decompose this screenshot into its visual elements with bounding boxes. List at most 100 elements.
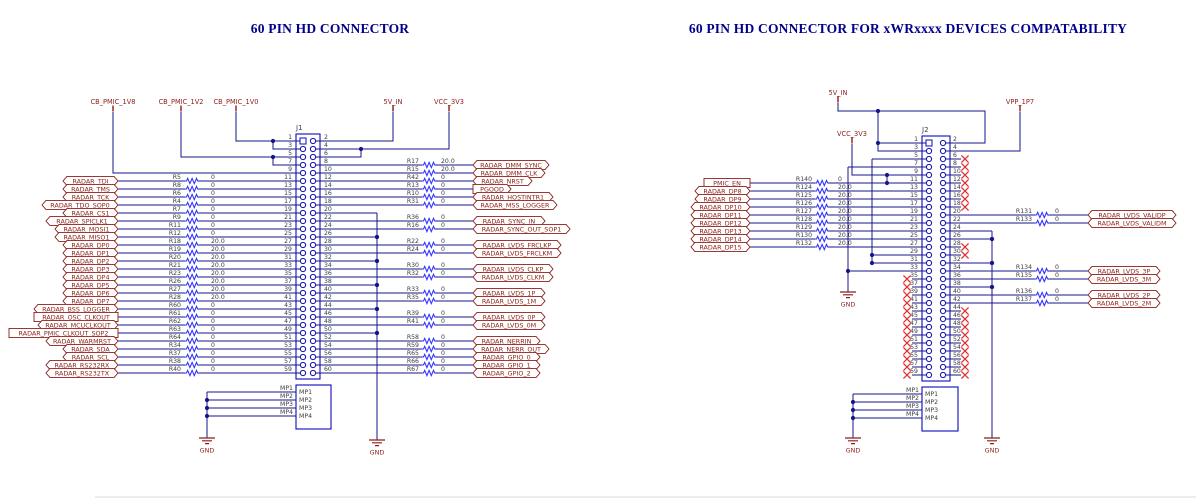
pin-circle bbox=[925, 299, 933, 307]
resistor-refdes: R63 bbox=[169, 326, 181, 333]
net-flag-RADAR_MSS_LOGGER bbox=[472, 199, 558, 211]
pin-number: 58 bbox=[324, 358, 332, 365]
resistor-refdes: R20 bbox=[169, 254, 181, 261]
net-flag-text: RADAR_DP13 bbox=[699, 227, 741, 235]
resistor-value: 0 bbox=[1055, 216, 1059, 223]
wire bbox=[272, 157, 300, 166]
wire bbox=[316, 112, 450, 150]
resistor-value: 20.0 bbox=[838, 240, 852, 247]
pin-circle bbox=[939, 331, 947, 339]
resistor-refdes: R66 bbox=[407, 358, 419, 365]
mounting-post-body bbox=[295, 384, 332, 430]
resistor-value: 0 bbox=[441, 214, 445, 221]
resistor-zigzag bbox=[1035, 298, 1049, 308]
pin-number: 2 bbox=[953, 136, 957, 143]
no-connect-x bbox=[960, 354, 970, 364]
resistor-refdes: R5 bbox=[173, 174, 181, 181]
resistor-zigzag bbox=[185, 184, 199, 194]
resistor-value: 0 bbox=[211, 310, 215, 317]
pin-circle bbox=[309, 137, 317, 145]
resistor-zigzag bbox=[422, 184, 436, 194]
pin-number: 48 bbox=[324, 318, 332, 325]
pin-circle bbox=[309, 153, 317, 161]
resistor-refdes: R16 bbox=[407, 222, 419, 229]
net-flag-text: RADAR_TDI bbox=[72, 177, 108, 185]
pin-circle bbox=[299, 217, 307, 225]
resistor-refdes: R61 bbox=[169, 310, 181, 317]
pin-circle bbox=[939, 363, 947, 371]
resistor-refdes: R22 bbox=[407, 238, 419, 245]
pin-circle bbox=[299, 201, 307, 209]
resistor-zigzag bbox=[185, 368, 199, 378]
net-flag-text: RADAR_LVDS_0P bbox=[483, 313, 536, 321]
resistor-refdes: R18 bbox=[169, 238, 181, 245]
resistor-zigzag bbox=[185, 272, 199, 282]
pin-circle bbox=[925, 187, 933, 195]
pin-circle bbox=[309, 249, 317, 257]
net-flag-text: RADAR_LVDS_FRCLKM bbox=[482, 249, 552, 257]
resistor-zigzag bbox=[815, 234, 829, 244]
mp-wire-label: MP1 bbox=[280, 385, 293, 392]
net-flag-text: RADAR_NERR_OUT bbox=[481, 345, 541, 353]
net-flag-text: RADAR_LVDS_1M bbox=[482, 297, 536, 305]
net-flag-text: RADAR_LVDS_2M bbox=[1097, 299, 1151, 307]
pin-number: 58 bbox=[953, 360, 961, 367]
pin-number: 18 bbox=[953, 200, 961, 207]
pin-number: 35 bbox=[910, 272, 918, 279]
pin-number: 49 bbox=[284, 326, 292, 333]
pin-circle bbox=[309, 145, 317, 153]
net-flag-RADAR_LVDS_2M bbox=[1087, 297, 1161, 309]
resistor-refdes: R124 bbox=[796, 184, 812, 191]
net-flag-text: RADAR_HOSTINTR1 bbox=[482, 193, 544, 201]
net-flag-text: RADAR_DP9 bbox=[703, 195, 741, 203]
no-connect-x bbox=[902, 306, 912, 316]
pin-number: 4 bbox=[324, 142, 328, 149]
resistor-value: 0 bbox=[441, 182, 445, 189]
pin-number: 20 bbox=[324, 206, 332, 213]
resistor-value: 0 bbox=[1055, 264, 1059, 271]
connector-refdes: J2 bbox=[921, 126, 929, 134]
resistor-refdes: R128 bbox=[796, 216, 812, 223]
pin-circle bbox=[939, 275, 947, 283]
pin-circle bbox=[299, 273, 307, 281]
wire bbox=[316, 112, 394, 142]
resistor-value: 0 bbox=[441, 222, 445, 229]
mp-wire-label: MP2 bbox=[906, 395, 919, 402]
resistor-value: 0 bbox=[441, 190, 445, 197]
pin-circle bbox=[939, 187, 947, 195]
pin-number: 57 bbox=[910, 360, 918, 367]
net-flag-text: RADAR_CS1 bbox=[72, 209, 110, 217]
mp-pin-label: MP1 bbox=[299, 389, 312, 396]
pin-circle bbox=[939, 203, 947, 211]
pin-circle bbox=[939, 291, 947, 299]
pin-number: 9 bbox=[288, 166, 292, 173]
resistor-zigzag bbox=[185, 296, 199, 306]
no-connect-x bbox=[960, 306, 970, 316]
net-flag-text: RADAR_LVDS_VALIDM bbox=[1098, 219, 1167, 227]
resistor-zigzag bbox=[422, 288, 436, 298]
pin-number: 45 bbox=[284, 310, 292, 317]
net-flag-text: PMIC_EN bbox=[713, 179, 741, 187]
net-flag-RADAR_OSC_CLKOUT bbox=[33, 311, 119, 323]
junction-dot bbox=[845, 268, 851, 274]
resistor-value: 0 bbox=[441, 350, 445, 357]
resistor-zigzag bbox=[422, 336, 436, 346]
resistor-zigzag bbox=[815, 178, 829, 188]
junction-dot bbox=[875, 108, 881, 114]
pin-number: 11 bbox=[284, 174, 292, 181]
pin-number: 49 bbox=[910, 328, 918, 335]
pin-circle bbox=[299, 297, 307, 305]
connector-body bbox=[295, 133, 321, 380]
resistor-refdes: R67 bbox=[407, 366, 419, 373]
pin-number: 27 bbox=[284, 238, 292, 245]
right-title: 60 PIN HD CONNECTOR FOR xWRxxxx DEVICES … bbox=[688, 21, 1128, 36]
net-flag-text: RADAR_SDA bbox=[71, 345, 110, 353]
pin-circle bbox=[939, 259, 947, 267]
resistor-value: 0 bbox=[211, 190, 215, 197]
pin-number: 10 bbox=[324, 166, 332, 173]
resistor-value: 20.0 bbox=[211, 270, 225, 277]
pin-circle bbox=[299, 233, 307, 241]
resistor-value: 20.0 bbox=[838, 200, 852, 207]
resistor-zigzag bbox=[1035, 218, 1049, 228]
pin-number: 21 bbox=[284, 214, 292, 221]
